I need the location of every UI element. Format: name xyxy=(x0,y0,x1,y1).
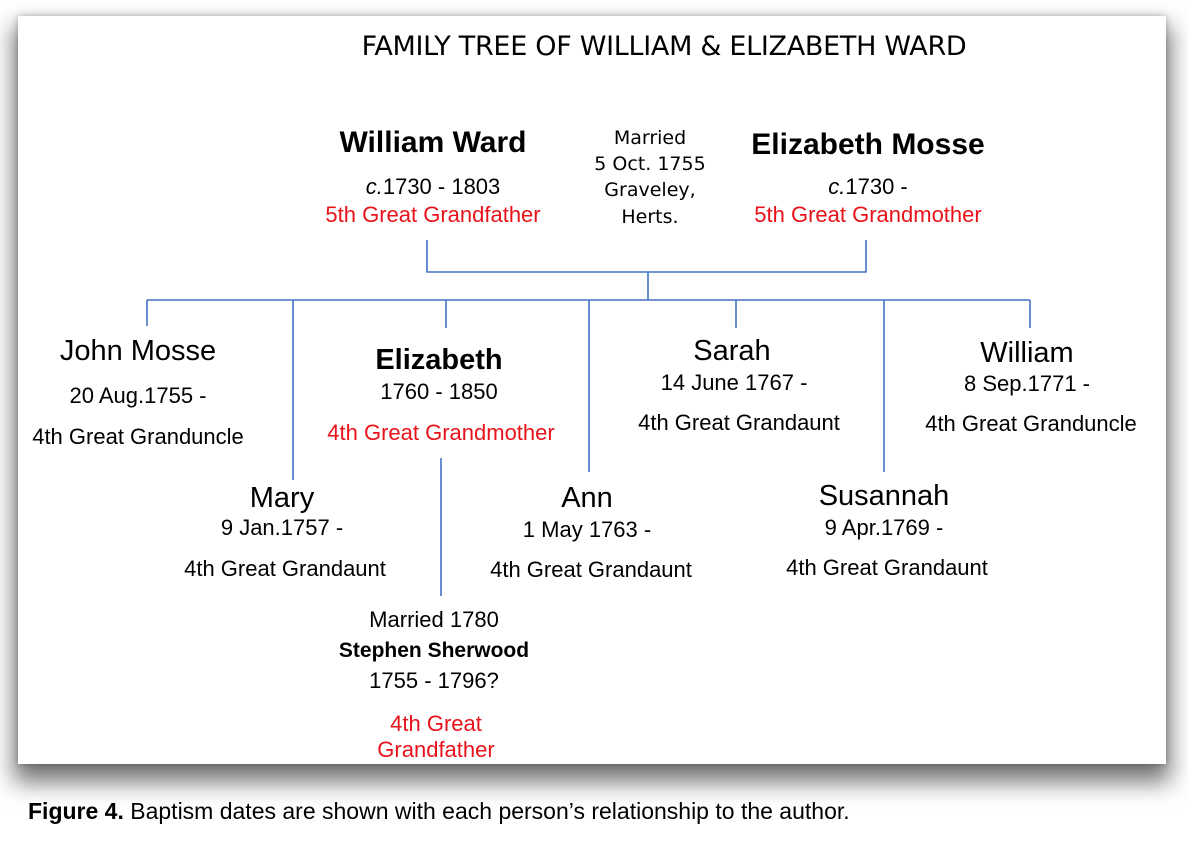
mother-dates: c.1730 - xyxy=(828,174,908,199)
child-john-date: 20 Aug.1755 - xyxy=(69,383,207,408)
child-mary-name: Mary xyxy=(249,482,315,514)
father-relation: 5th Great Grandfather xyxy=(325,202,541,227)
child-susannah-name: Susannah xyxy=(818,480,950,512)
child-ann-relation: 4th Great Grandaunt xyxy=(490,557,692,582)
child-sarah-name: Sarah xyxy=(693,335,771,367)
child-william-date: 8 Sep.1771 - xyxy=(964,371,1090,396)
child-mary-date: 9 Jan.1757 - xyxy=(220,515,344,540)
child-mary-relation: 4th Great Grandaunt xyxy=(184,556,386,581)
parents-marriage-note: Married 5 Oct. 1755 Graveley, Herts. xyxy=(594,127,706,228)
child-sarah-date: 14 June 1767 - xyxy=(660,370,808,395)
child-elizabeth-name: Elizabeth xyxy=(375,344,503,376)
father-dates: c.1730 - 1803 xyxy=(365,174,501,199)
child-william-relation: 4th Great Granduncle xyxy=(925,411,1137,436)
child-elizabeth-date: 1760 - 1850 xyxy=(380,379,498,404)
spouse-dates: 1755 - 1796? xyxy=(369,668,499,693)
figure-label: Figure 4. xyxy=(28,798,124,824)
figure-caption: Figure 4. Baptism dates are shown with e… xyxy=(28,798,850,825)
parents-connector xyxy=(426,240,867,273)
spouse-name: Stephen Sherwood xyxy=(338,639,530,662)
child-sarah-relation: 4th Great Grandaunt xyxy=(638,410,840,435)
diagram-panel xyxy=(18,16,1166,764)
mother-relation: 5th Great Grandmother xyxy=(754,202,982,227)
father-name: William Ward xyxy=(339,126,527,159)
child-elizabeth-relation: 4th Great Grandmother xyxy=(327,420,555,445)
spouse-relation: 4th Great Grandfather xyxy=(377,711,495,762)
mother-name: Elizabeth Mosse xyxy=(751,128,985,161)
child-ann-date: 1 May 1763 - xyxy=(522,517,652,542)
figure-caption-text: Baptism dates are shown with each person… xyxy=(123,798,850,824)
child-susannah-relation: 4th Great Grandaunt xyxy=(786,555,988,580)
child-william-name: William xyxy=(980,337,1074,369)
spouse-marriage-year: Married 1780 xyxy=(369,607,499,632)
diagram-title: FAMILY TREE OF WILLIAM & ELIZABETH WARD xyxy=(361,31,967,62)
child-john-relation: 4th Great Granduncle xyxy=(32,424,244,449)
child-ann-name: Ann xyxy=(561,482,613,514)
child-susannah-date: 9 Apr.1769 - xyxy=(824,515,944,540)
child-john-name: John Mosse xyxy=(59,335,217,367)
